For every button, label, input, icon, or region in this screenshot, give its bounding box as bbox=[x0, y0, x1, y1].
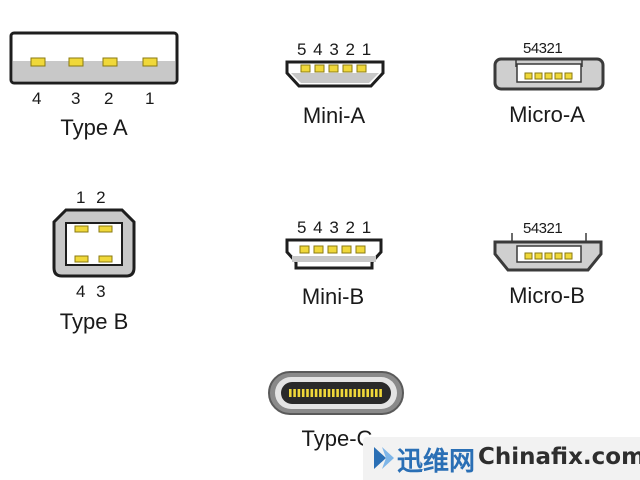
type-c-connector-shape bbox=[268, 371, 404, 415]
type-c-pin bbox=[310, 389, 314, 397]
type-a-pin-1 bbox=[142, 57, 158, 67]
micro-b-pin-numbers: 54321 bbox=[523, 220, 563, 237]
type-a-pin-2 bbox=[102, 57, 118, 67]
type-c-pin bbox=[340, 389, 344, 397]
type-c-pin bbox=[344, 389, 348, 397]
mini-a-connector-shape bbox=[285, 60, 385, 88]
type-a-label: Type A bbox=[60, 115, 128, 140]
watermark-en-text: Chinafix.com bbox=[478, 444, 640, 470]
type-a-pin-label-2: 2 bbox=[104, 89, 114, 108]
type-c-pin bbox=[357, 389, 361, 397]
type-a-pin-label-1: 1 bbox=[145, 89, 155, 108]
type-c-pin bbox=[362, 389, 365, 397]
mini-b-pin-numbers: 5 4 3 2 1 bbox=[297, 218, 373, 237]
type-c-label: Type-C bbox=[301, 426, 373, 451]
mini-a-label: Mini-A bbox=[302, 103, 366, 128]
type-a-connector-shape bbox=[9, 31, 179, 85]
mini-a-pin-numbers: 5 4 3 2 1 bbox=[297, 40, 373, 59]
type-c-pin bbox=[375, 389, 378, 397]
type-b-label: Type B bbox=[59, 309, 129, 334]
micro-a-connector-shape bbox=[493, 57, 605, 91]
type-c-pin bbox=[293, 389, 296, 397]
type-c-pin bbox=[336, 389, 339, 397]
type-a-pin-label-4: 4 bbox=[32, 89, 42, 108]
type-c-pin bbox=[314, 389, 318, 397]
micro-a-label: Micro-A bbox=[509, 102, 585, 127]
type-c-pin bbox=[323, 389, 326, 397]
micro-b-label: Micro-B bbox=[509, 283, 585, 308]
type-c-pin bbox=[327, 389, 331, 397]
watermark-banner bbox=[363, 437, 640, 480]
type-c-pin bbox=[370, 389, 374, 397]
type-b-pin-numbers-top: 1 2 bbox=[76, 188, 106, 207]
type-b-pin-numbers-bottom: 4 3 bbox=[76, 282, 106, 301]
type-c-pin bbox=[349, 389, 352, 397]
type-c-pin bbox=[319, 389, 322, 397]
type-c-pin bbox=[297, 389, 301, 397]
type-c-pins bbox=[289, 389, 382, 397]
type-a-pin-3 bbox=[68, 57, 84, 67]
chinafix-logo-icon bbox=[374, 447, 394, 469]
type-c-pin bbox=[332, 389, 335, 397]
micro-b-connector-shape bbox=[493, 233, 603, 272]
type-a-pin-4 bbox=[30, 57, 46, 67]
type-c-pin bbox=[353, 389, 357, 397]
type-c-pin bbox=[366, 389, 369, 397]
type-b-connector-shape bbox=[52, 208, 136, 278]
watermark-cn-text: 迅维网 bbox=[397, 447, 476, 477]
micro-a-pin-numbers: 54321 bbox=[523, 40, 563, 57]
type-c-pin bbox=[306, 389, 309, 397]
type-a-pin-label-3: 3 bbox=[71, 89, 81, 108]
type-c-pin bbox=[301, 389, 305, 397]
type-c-pin bbox=[289, 389, 292, 397]
mini-b-label: Mini-B bbox=[301, 284, 365, 309]
type-c-pin bbox=[379, 389, 382, 397]
mini-b-connector-shape bbox=[285, 238, 383, 270]
